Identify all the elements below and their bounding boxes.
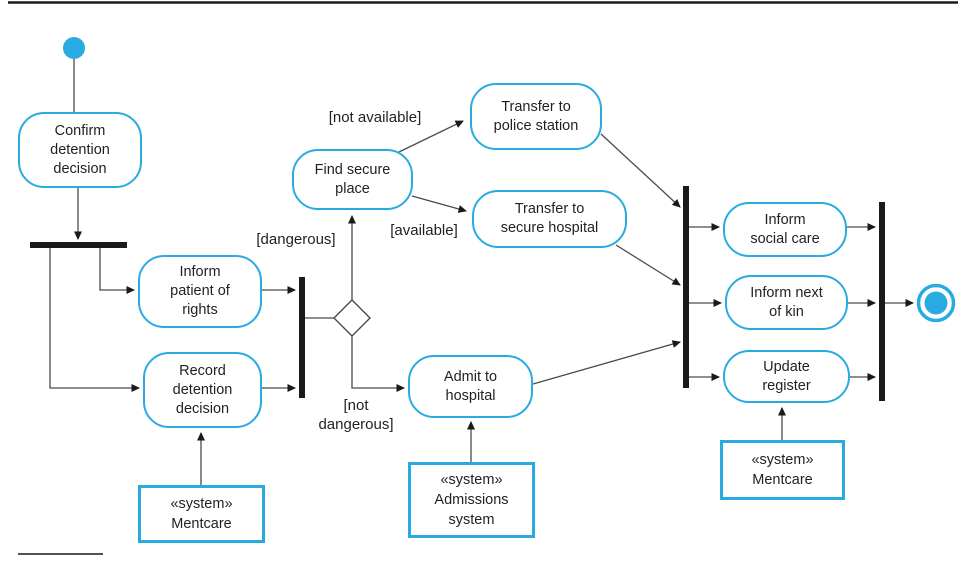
activity-update-register: Update register	[723, 350, 850, 403]
edge-find-to-hospital	[411, 195, 467, 213]
activity-record-detention: Record detention decision	[143, 352, 262, 428]
edge-decision-to-admit	[351, 336, 405, 392]
end-node-icon	[916, 283, 956, 323]
system-box-mentcare-right: «system» Mentcare	[720, 440, 845, 500]
activity-transfer-police: Transfer to police station	[470, 83, 602, 150]
guard-available: [available]	[390, 222, 458, 239]
activity-confirm-detention: Confirm detention decision	[18, 112, 142, 188]
edge-hospital-to-join2	[615, 244, 681, 286]
join-fork-bar-right	[683, 186, 689, 388]
system-box-mentcare-left: «system» Mentcare	[138, 485, 265, 543]
join-bar-final	[879, 202, 885, 401]
activity-find-secure-place: Find secure place	[292, 149, 413, 210]
guard-dangerous: [dangerous]	[256, 231, 336, 248]
edge-find-to-police	[398, 120, 464, 153]
decision-diamond	[333, 299, 371, 337]
edge-fork-to-inform-patient	[99, 248, 135, 294]
activity-inform-social-care: Inform social care	[723, 202, 847, 257]
system-box-admissions: «system» Admissions system	[408, 462, 535, 538]
edge-police-to-join2	[600, 133, 681, 208]
guard-not-dangerous: [not dangerous]	[318, 397, 394, 433]
activity-transfer-hospital: Transfer to secure hospital	[472, 190, 627, 248]
activity-inform-next-of-kin: Inform next of kin	[725, 275, 848, 330]
connectors	[49, 59, 914, 485]
edge-fork-to-record	[49, 248, 140, 392]
activity-inform-patient: Inform patient of rights	[138, 255, 262, 328]
join-bar-left	[299, 277, 305, 398]
guard-not-available: [not available]	[328, 109, 422, 126]
activity-admit-hospital: Admit to hospital	[408, 355, 533, 418]
start-node-icon	[63, 37, 85, 59]
fork-bar-horizontal	[30, 242, 127, 248]
edge-admit-to-join2	[532, 340, 681, 385]
